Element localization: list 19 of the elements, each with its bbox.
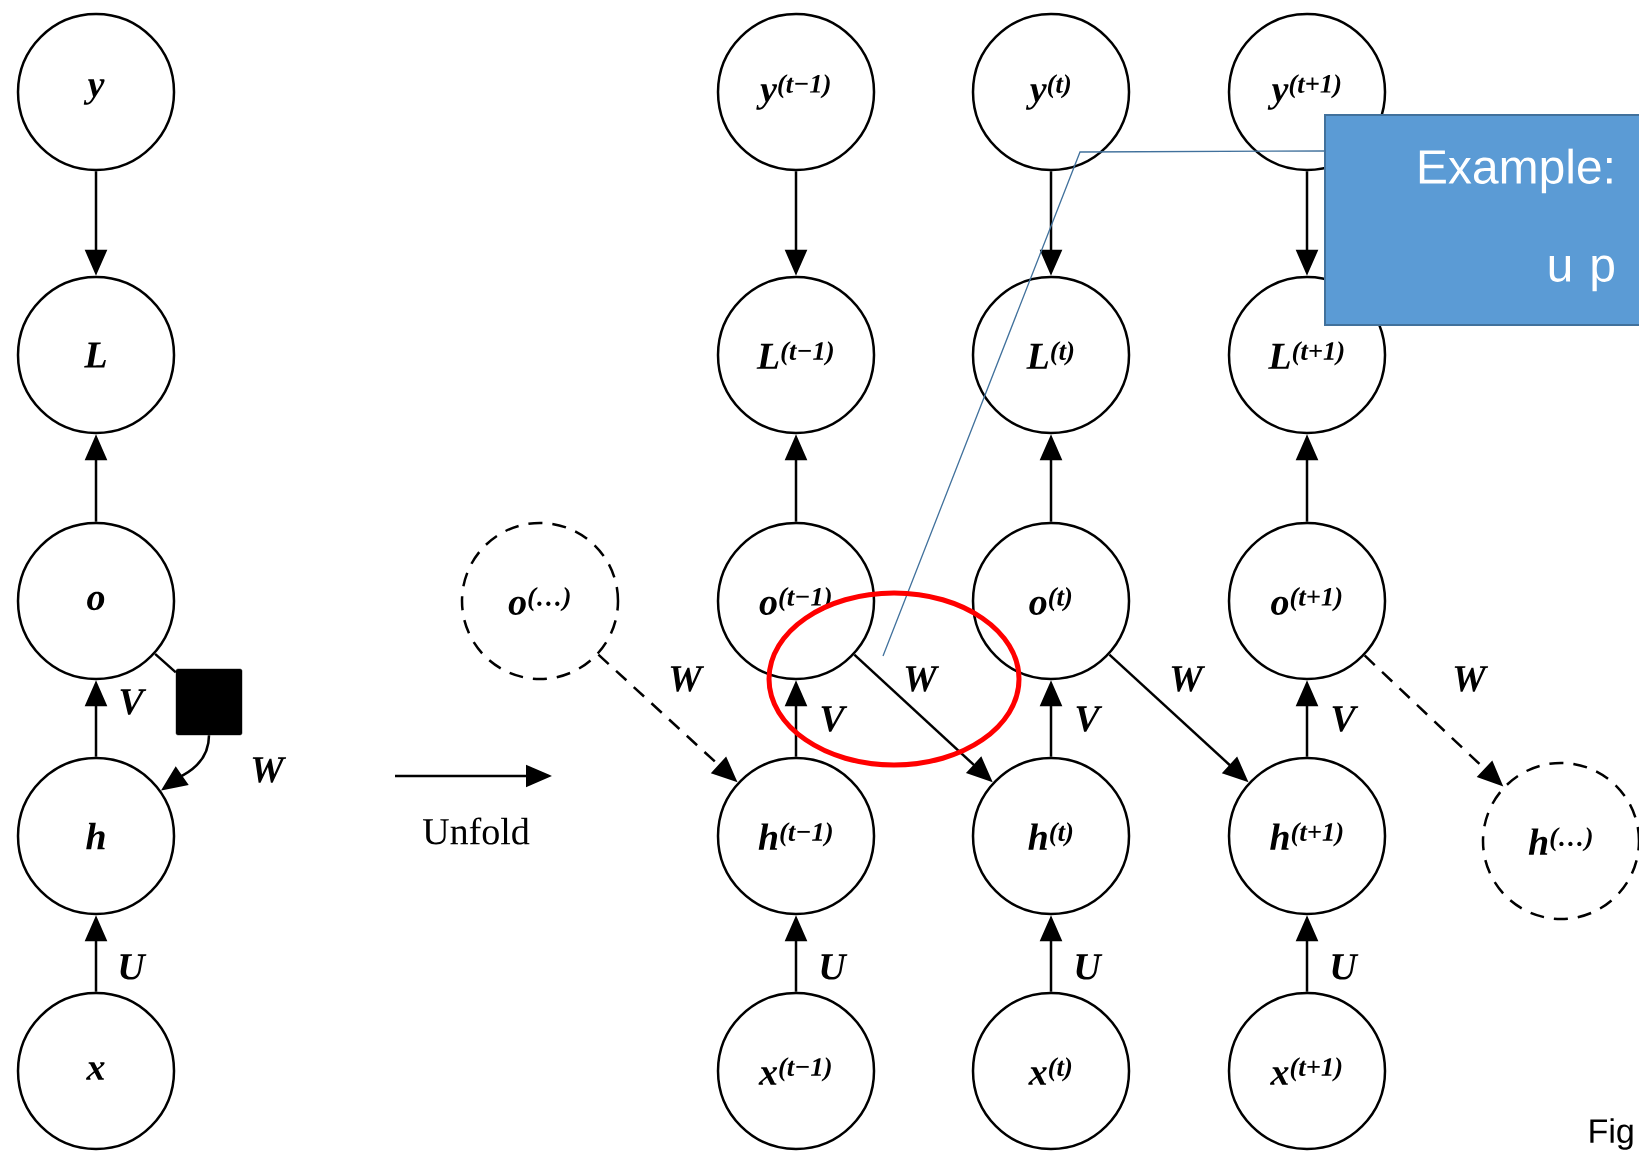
edge-label: W xyxy=(905,666,940,692)
edge-label: W xyxy=(670,666,705,692)
leader-line xyxy=(882,150,1325,657)
edge-label: W xyxy=(1171,666,1206,692)
edge-label: U xyxy=(120,954,147,980)
edge-label: V xyxy=(821,706,848,732)
edge-label: W xyxy=(252,757,287,783)
edge-label: V xyxy=(1332,706,1359,732)
edge-label: V xyxy=(120,689,147,715)
edge-label: U xyxy=(821,954,848,980)
callout-box: Example: u p xyxy=(1324,114,1639,326)
arrow-label: Unfold xyxy=(423,817,530,845)
connector-line xyxy=(154,652,177,674)
edge-label: W xyxy=(1454,666,1489,692)
caption-text: Fig xyxy=(1590,1118,1633,1150)
edge-label: U xyxy=(1076,954,1103,980)
square-node xyxy=(175,668,243,736)
edge-label: U xyxy=(1332,954,1359,980)
edge-label: V xyxy=(1076,706,1103,732)
